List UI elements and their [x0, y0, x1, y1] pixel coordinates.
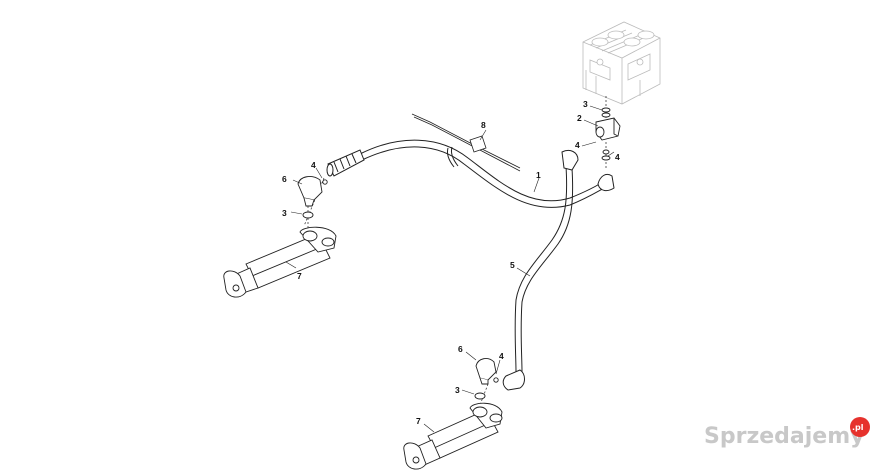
callout-6-lower: 6 — [458, 344, 463, 354]
hose-1 — [326, 139, 615, 208]
callout-4-lower: 4 — [499, 351, 504, 361]
callout-3-valve: 3 — [583, 99, 588, 109]
callout-7-upper: 7 — [297, 271, 302, 281]
upper-hydraulic-cylinder — [223, 226, 337, 298]
lower-hydraulic-cylinder — [403, 402, 503, 470]
cable-tie — [411, 113, 521, 172]
watermark-badge — [850, 417, 870, 437]
watermark-logo: Sprzedajemy .pl — [704, 417, 870, 449]
callout-2: 2 — [577, 113, 582, 123]
callout-4-valve-right: 4 — [615, 152, 620, 162]
callout-4-valve-left: 4 — [575, 140, 580, 150]
callout-5: 5 — [510, 260, 515, 270]
callout-3-lower: 3 — [455, 385, 460, 395]
lower-elbow-fitting — [474, 358, 499, 400]
valve-block — [582, 21, 661, 105]
leader-lines — [285, 105, 615, 433]
watermark-suffix: .pl — [852, 423, 864, 432]
watermark-text: Sprzedajemy — [704, 424, 865, 449]
callout-8: 8 — [481, 120, 486, 130]
callout-6-upper: 6 — [282, 174, 287, 184]
assembly-dashed-lines — [303, 96, 607, 406]
callout-1: 1 — [536, 170, 541, 180]
valve-fitting — [595, 107, 621, 161]
callout-7-lower: 7 — [416, 416, 421, 426]
upper-elbow-fitting — [297, 176, 328, 219]
hose-5 — [502, 149, 579, 391]
callout-4-upper: 4 — [311, 160, 316, 170]
callout-3-upper: 3 — [282, 208, 287, 218]
